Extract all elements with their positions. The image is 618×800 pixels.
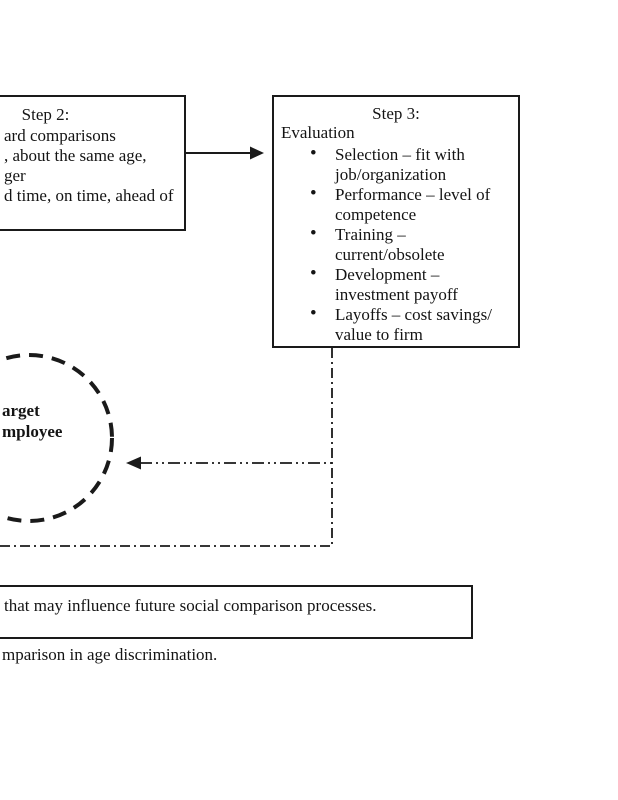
bullet-text: competence xyxy=(335,205,417,224)
list-item: • Training – current/obsolete xyxy=(274,223,518,265)
bullet-icon: • xyxy=(310,183,317,204)
step3-title: Step 3: xyxy=(372,104,420,123)
bullet-text: current/obsolete xyxy=(335,245,445,264)
bullet-text: Layoffs – cost savings/ xyxy=(335,305,492,324)
step3-box: Step 3: Evaluation • Selection – fit wit… xyxy=(272,95,520,348)
bullet-text: investment payoff xyxy=(335,285,458,304)
arrow-evaluation-to-target xyxy=(126,456,332,470)
arrow-step2-to-step3 xyxy=(186,146,264,160)
bullet-text: job/organization xyxy=(335,165,447,184)
step2-box: Step 2: ard comparisons , about the same… xyxy=(0,95,186,231)
step2-line-fragment: , about the same age, xyxy=(4,146,147,165)
step2-line-fragment: d time, on time, ahead of xyxy=(4,186,174,205)
bullet-icon: • xyxy=(310,223,317,244)
connector-step3-feedback xyxy=(0,348,333,547)
bullet-icon: • xyxy=(310,303,317,324)
step3-heading: Evaluation xyxy=(281,123,355,142)
bullet-icon: • xyxy=(310,263,317,284)
list-item: • Layoffs – cost savings/ value to firm xyxy=(274,303,518,345)
list-item: • Selection – fit with job/organization xyxy=(274,143,518,185)
bullet-text: Selection – fit with xyxy=(335,145,465,164)
step2-title: Step 2: xyxy=(21,105,70,124)
feedback-text: that may influence future social compari… xyxy=(4,596,377,615)
bullet-text: Development – xyxy=(335,265,440,284)
bullet-text: Performance – level of xyxy=(335,185,491,204)
list-item: • Performance – level of competence xyxy=(274,183,518,225)
target-employee-label: arget xyxy=(2,401,40,420)
feedback-box: that may influence future social compari… xyxy=(0,585,473,639)
bullet-text: Training – xyxy=(335,225,406,244)
step2-line-fragment: ger xyxy=(4,166,26,185)
bullet-icon: • xyxy=(310,143,317,164)
figure-caption: mparison in age discrimination. xyxy=(2,645,218,664)
step2-line-fragment: ard comparisons xyxy=(4,126,116,145)
bullet-text: value to firm xyxy=(335,325,423,344)
step3-bullet-list: • Selection – fit with job/organization … xyxy=(274,143,518,345)
list-item: • Development – investment payoff xyxy=(274,263,518,305)
target-employee-label: mployee xyxy=(2,422,63,441)
